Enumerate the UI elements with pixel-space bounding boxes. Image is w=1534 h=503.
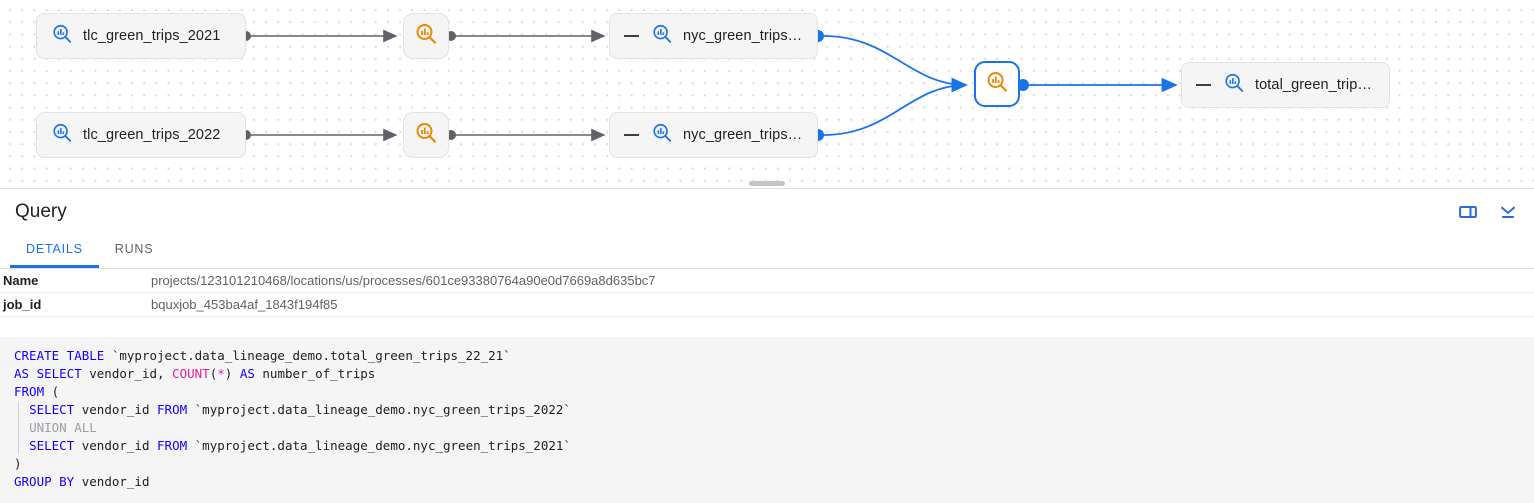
lineage-node-total-green-trips[interactable]: total_green_trip…: [1181, 62, 1390, 108]
lineage-process-node-1[interactable]: [403, 13, 449, 59]
process-search-icon: [985, 70, 1009, 99]
collapse-minus-icon[interactable]: [624, 35, 639, 37]
query-sql-block[interactable]: CREATE TABLE `myproject.data_lineage_dem…: [0, 337, 1534, 503]
detail-row-job-id: job_id bquxjob_453ba4af_1843f194f85: [0, 293, 1534, 317]
detail-value: projects/123101210468/locations/us/proce…: [151, 273, 656, 288]
lineage-node-tlc-green-trips-2021[interactable]: tlc_green_trips_2021: [36, 13, 246, 59]
query-details-panel: Query DETAILS RUNS Name projects/1231012…: [0, 181, 1534, 503]
lineage-node-tlc-green-trips-2022[interactable]: tlc_green_trips_2022: [36, 112, 246, 158]
panel-header: Query: [0, 189, 1534, 235]
table-search-icon: [51, 23, 73, 50]
lineage-node-label: nyc_green_trips…: [683, 28, 803, 44]
detail-key: job_id: [3, 297, 42, 312]
split-panel-icon[interactable]: [1456, 200, 1480, 224]
detail-row-name: Name projects/123101210468/locations/us/…: [0, 269, 1534, 293]
lineage-node-label: tlc_green_trips_2021: [83, 28, 221, 44]
page-title: Query: [15, 201, 67, 222]
collapse-minus-icon[interactable]: [1196, 84, 1211, 86]
detail-value: bquxjob_453ba4af_1843f194f85: [151, 297, 338, 312]
indent-guide: [18, 401, 19, 455]
tab-details[interactable]: DETAILS: [10, 242, 99, 268]
lineage-node-nyc-green-trips-2022[interactable]: nyc_green_trips…: [609, 112, 818, 158]
process-search-icon: [414, 121, 438, 150]
table-search-icon: [651, 122, 673, 149]
lineage-graph-canvas[interactable]: tlc_green_trips_2021 nyc_green_tr: [0, 0, 1534, 188]
table-search-icon: [651, 23, 673, 50]
details-table: Name projects/123101210468/locations/us/…: [0, 269, 1534, 317]
panel-resize-handle[interactable]: [749, 181, 785, 186]
collapse-minus-icon[interactable]: [624, 134, 639, 136]
table-search-icon: [1223, 72, 1245, 99]
lineage-process-node-2[interactable]: [403, 112, 449, 158]
query-sql-text: CREATE TABLE `myproject.data_lineage_dem…: [14, 348, 571, 489]
panel-tabs: DETAILS RUNS: [0, 235, 1534, 269]
detail-key: Name: [3, 273, 39, 288]
tab-runs[interactable]: RUNS: [114, 242, 154, 256]
lineage-node-label: total_green_trip…: [1255, 77, 1372, 93]
collapse-panel-icon[interactable]: [1496, 200, 1520, 224]
panel-header-actions: [1456, 200, 1520, 224]
lineage-node-label: tlc_green_trips_2022: [83, 127, 221, 143]
lineage-node-label: nyc_green_trips…: [683, 127, 803, 143]
lineage-process-node-selected[interactable]: [974, 61, 1020, 107]
process-search-icon: [414, 22, 438, 51]
lineage-node-nyc-green-trips-2021[interactable]: nyc_green_trips…: [609, 13, 818, 59]
table-search-icon: [51, 122, 73, 149]
